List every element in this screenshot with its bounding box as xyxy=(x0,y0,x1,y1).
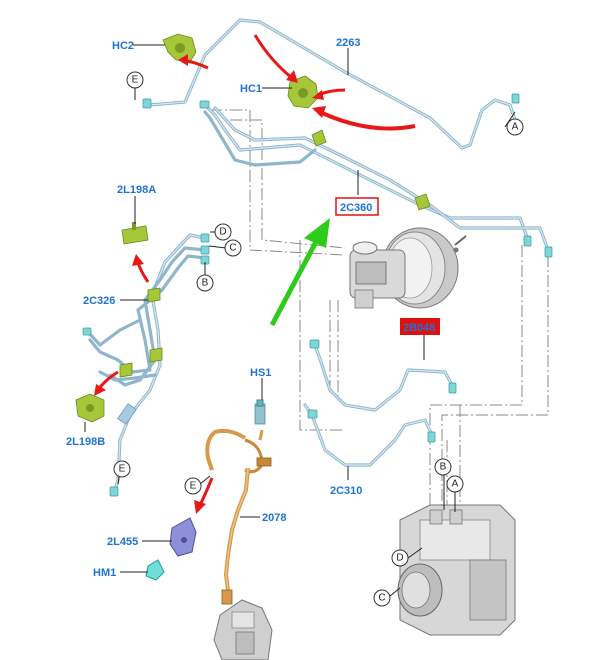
clip-hm1 xyxy=(145,559,165,581)
svg-text:A: A xyxy=(452,479,459,490)
svg-text:A: A xyxy=(512,122,519,133)
fitting xyxy=(427,431,436,443)
bracket-2l455 xyxy=(169,517,197,557)
brake-booster xyxy=(349,227,467,309)
fitting xyxy=(200,245,210,255)
fitting xyxy=(309,339,320,349)
fitting xyxy=(82,327,92,336)
line-clip xyxy=(414,193,431,211)
svg-text:C: C xyxy=(229,243,236,254)
hose-bracket xyxy=(256,457,272,467)
svg-text:D: D xyxy=(219,227,226,238)
fitting xyxy=(544,246,553,258)
arrow-head xyxy=(194,500,206,514)
brake-line-2c360-bundle xyxy=(199,100,553,258)
ref-circle-b-abs: B xyxy=(434,458,452,476)
fitting xyxy=(448,382,457,394)
svg-text:E: E xyxy=(119,464,126,475)
hose-fitting xyxy=(254,403,266,425)
arrow-head xyxy=(178,54,188,66)
red-arrows-left xyxy=(94,254,150,396)
clip-hc1 xyxy=(287,75,319,109)
line-sleeve xyxy=(117,403,137,425)
ref-circle-a-right: A xyxy=(506,118,524,136)
arrow-head xyxy=(94,384,106,396)
leader-lines xyxy=(84,44,516,597)
label-hm1: HM1 xyxy=(93,567,116,579)
red-arrow-hose xyxy=(194,477,214,514)
svg-text:D: D xyxy=(396,553,403,564)
flex-hose-2078 xyxy=(205,399,272,591)
svg-text:E: E xyxy=(190,481,197,492)
brake-line-2c310 xyxy=(303,403,436,467)
fitting xyxy=(109,486,119,497)
ref-circle-a-abs: A xyxy=(446,475,464,493)
label-2l455: 2L455 xyxy=(107,536,138,548)
ref-circle-e-top: E xyxy=(126,71,144,89)
fitting xyxy=(142,98,152,109)
label-2078: 2078 xyxy=(262,512,286,524)
highlight-fill-2b048 xyxy=(400,318,440,335)
line-clip xyxy=(149,347,163,363)
ref-circle-e-left: E xyxy=(113,460,131,478)
svg-text:B: B xyxy=(202,278,209,289)
brake-line-2263 xyxy=(142,18,520,150)
ref-circle-e-hose: E xyxy=(184,477,202,495)
label-hc2: HC2 xyxy=(112,40,134,52)
clip-hc2 xyxy=(162,33,197,63)
label-2l198b: 2L198B xyxy=(66,436,105,448)
clip-2l198b xyxy=(75,393,105,423)
green-arrow xyxy=(269,218,330,327)
arrow-head xyxy=(286,70,298,83)
brake-line-2b048 xyxy=(309,339,457,412)
abs-module xyxy=(397,504,516,636)
brake-line-2c326-bundle xyxy=(82,233,210,497)
label-hs1: HS1 xyxy=(250,367,271,379)
label-2c326: 2C326 xyxy=(83,295,115,307)
red-arrows-top xyxy=(178,34,416,131)
label-2c310: 2C310 xyxy=(330,485,362,497)
line-clip xyxy=(119,362,133,378)
fitting xyxy=(523,235,532,247)
ref-circle-c-mid: C xyxy=(224,239,242,257)
fitting xyxy=(200,233,210,243)
label-2b048: 2B048 xyxy=(403,322,435,334)
svg-text:C: C xyxy=(378,593,385,604)
clip-2l198a xyxy=(121,222,149,245)
label-2l198a: 2L198A xyxy=(117,184,156,196)
ref-circle-b-mid: B xyxy=(196,274,214,292)
line-clip xyxy=(311,129,327,147)
label-2263: 2263 xyxy=(336,37,360,49)
svg-text:B: B xyxy=(440,462,447,473)
fitting xyxy=(307,409,318,419)
arrow-head xyxy=(312,106,326,118)
svg-text:E: E xyxy=(132,75,139,86)
fitting xyxy=(511,93,520,104)
fitting xyxy=(199,100,210,109)
label-hc1: HC1 xyxy=(240,83,262,95)
ref-circle-d-mid: D xyxy=(214,223,232,241)
ref-circle-d-abs: D xyxy=(391,549,409,567)
ref-circle-c-abs: C xyxy=(373,589,391,607)
label-2c360: 2C360 xyxy=(340,202,372,214)
arrow-head xyxy=(312,90,324,100)
brake-caliper xyxy=(213,589,273,660)
arrow-head xyxy=(132,254,144,266)
line-clip xyxy=(147,287,161,303)
highlight-box-2c360 xyxy=(335,197,379,216)
